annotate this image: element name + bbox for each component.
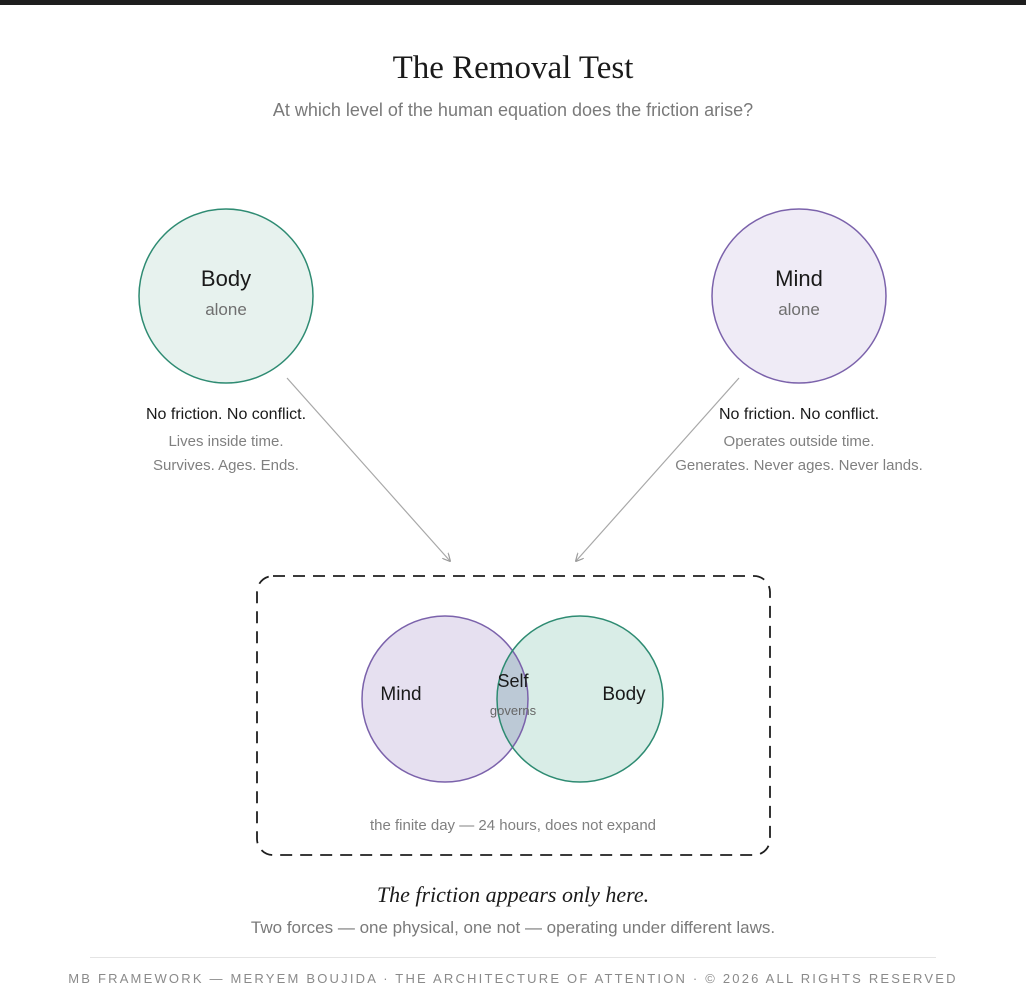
- venn-diagram: Mind Body Self governs: [361, 615, 664, 783]
- body-alone-line1: Lives inside time.: [168, 433, 283, 450]
- venn-mind-label: Mind: [380, 684, 421, 705]
- conclusion-explanation: Two forces — one physical, one not — ope…: [251, 918, 775, 937]
- body-alone-name: Body: [201, 266, 251, 291]
- container-caption: the finite day — 24 hours, does not expa…: [370, 817, 656, 834]
- mind-alone-line2: Generates. Never ages. Never lands.: [675, 457, 923, 474]
- venn-mind-circle: [362, 616, 528, 782]
- mind-alone-circle: [711, 208, 887, 384]
- arrow-mind-to-container: [576, 377, 740, 561]
- conclusion-statement: The friction appears only here.: [377, 882, 649, 907]
- venn-body-outline: [496, 615, 664, 783]
- body-alone-qualifier: alone: [205, 300, 247, 319]
- mind-alone-line1: Operates outside time.: [724, 433, 875, 450]
- page-title: The Removal Test: [392, 50, 634, 86]
- body-alone-node: Body alone No friction. No conflict. Liv…: [138, 208, 314, 474]
- mind-alone-node: Mind alone No friction. No conflict. Ope…: [675, 208, 923, 474]
- venn-self-label: Self: [497, 671, 529, 691]
- top-accent-bar: [0, 0, 1026, 5]
- venn-body-circle: [497, 616, 663, 782]
- footer-divider: [90, 957, 936, 958]
- footer-credits: MB FRAMEWORK — MERYEM BOUJIDA · THE ARCH…: [68, 971, 958, 986]
- venn-mind-outline: [361, 615, 529, 783]
- body-alone-line2: Survives. Ages. Ends.: [153, 457, 299, 474]
- mind-alone-headline: No friction. No conflict.: [719, 406, 879, 423]
- body-alone-circle: [138, 208, 314, 384]
- venn-body-label: Body: [602, 684, 646, 705]
- venn-governs-label: governs: [490, 703, 537, 718]
- arrow-body-to-container: [286, 377, 450, 561]
- page-subtitle: At which level of the human equation doe…: [272, 100, 754, 120]
- finite-day-container: [256, 575, 771, 856]
- body-alone-headline: No friction. No conflict.: [146, 406, 306, 423]
- mind-alone-qualifier: alone: [778, 300, 820, 319]
- mind-alone-name: Mind: [775, 266, 823, 291]
